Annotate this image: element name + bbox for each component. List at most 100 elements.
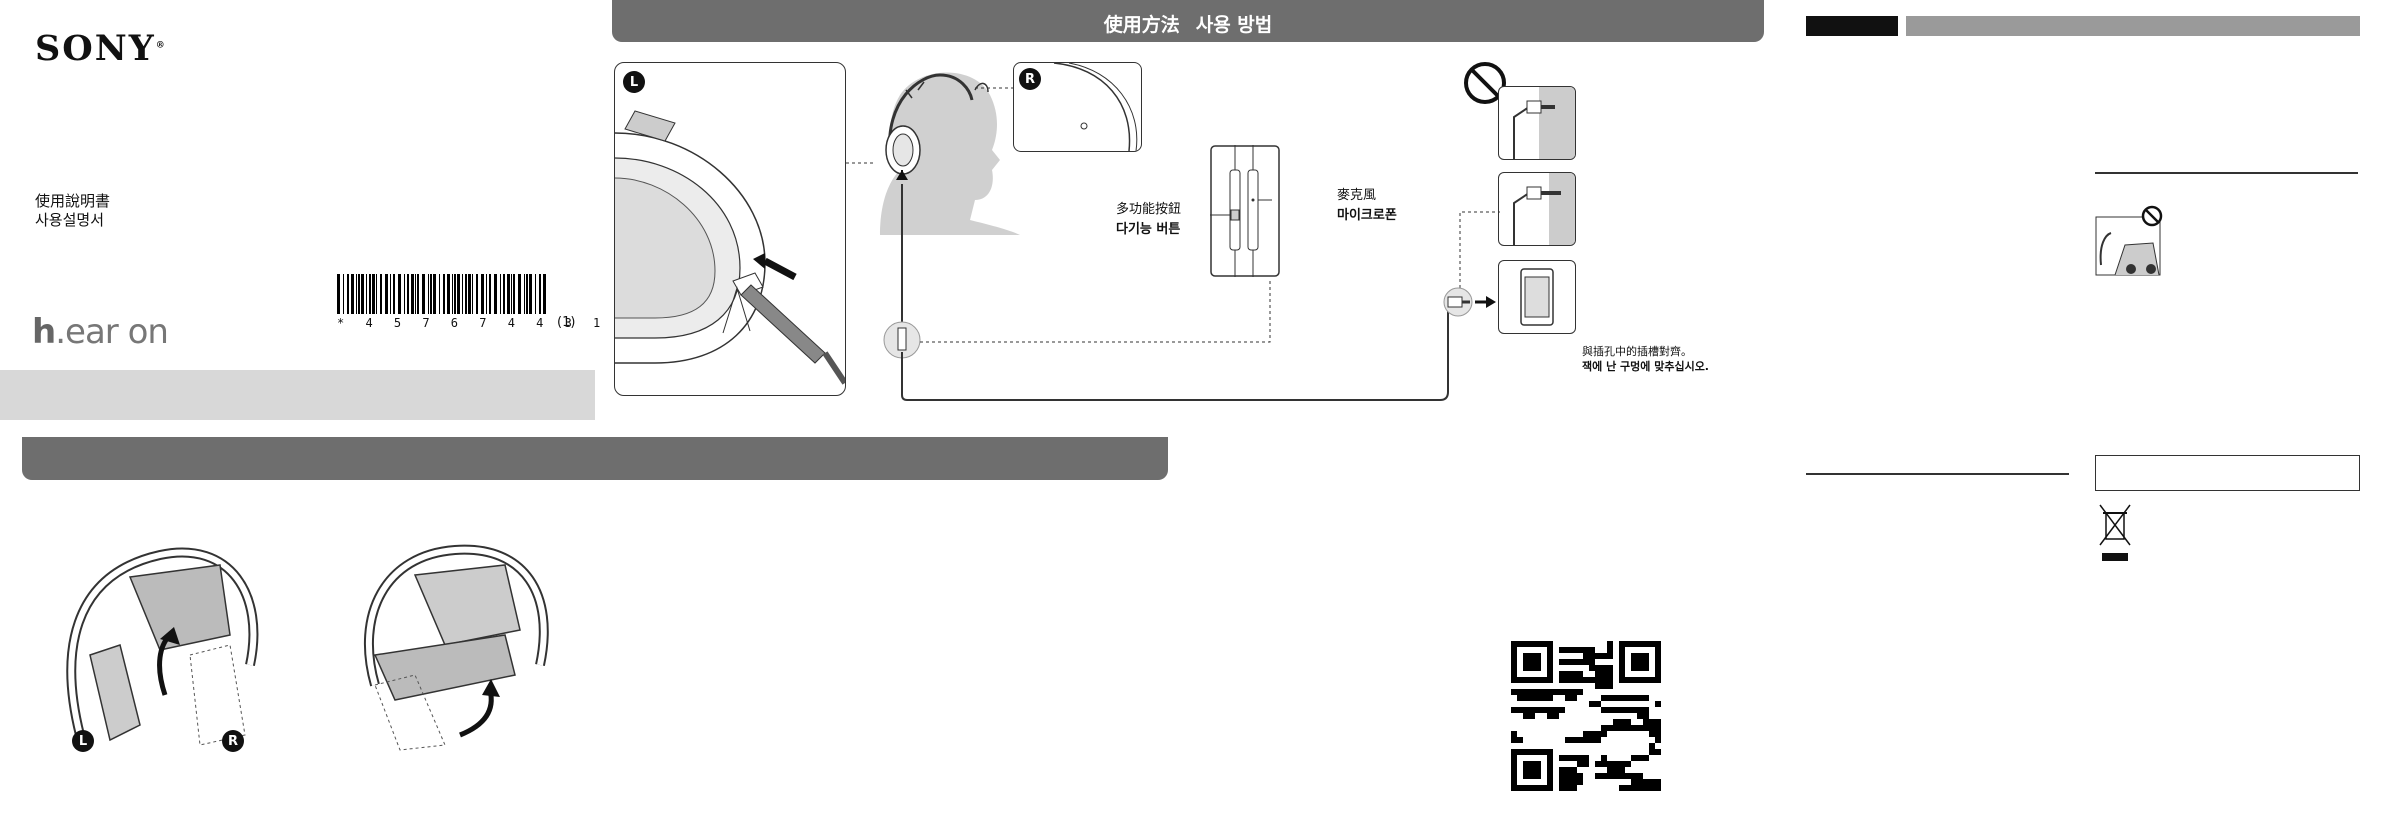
barcode-bar — [462, 274, 463, 314]
qr-module — [1625, 773, 1631, 779]
section-black-bar — [1806, 16, 1898, 36]
right-earcup-detail-panel: R — [1013, 62, 1142, 152]
qr-module — [1583, 755, 1589, 761]
barcode-bar — [422, 274, 425, 314]
qr-module — [1601, 755, 1607, 761]
qr-module — [1643, 695, 1649, 701]
qr-module — [1571, 779, 1577, 785]
qr-module — [1607, 695, 1613, 701]
qr-module — [1541, 689, 1547, 695]
barcode-bar — [443, 274, 445, 314]
qr-module — [1607, 725, 1613, 731]
qr-module — [1613, 761, 1619, 767]
qr-module — [1655, 779, 1661, 785]
qr-module — [1595, 671, 1601, 677]
cable-insert-illustration — [615, 110, 845, 385]
jack-into-phone — [1443, 287, 1496, 317]
qr-module — [1601, 683, 1607, 689]
qr-module — [1643, 785, 1649, 791]
qr-module — [1559, 773, 1565, 779]
qr-module — [1655, 719, 1661, 725]
qr-module — [1511, 707, 1517, 713]
prohibited-icon — [1464, 62, 1506, 104]
fold-step-1-illustration — [66, 547, 259, 746]
qr-module — [1583, 653, 1589, 659]
barcode-bar — [529, 274, 532, 314]
qr-module — [1547, 713, 1553, 719]
microphone-label-ko: 마이크로폰 — [1337, 208, 1397, 223]
qr-module — [1511, 737, 1517, 743]
qr-module — [1547, 707, 1553, 713]
qr-module — [1565, 671, 1571, 677]
qr-module — [1565, 677, 1571, 683]
sony-logo: SONY® — [35, 28, 167, 69]
barcode-bar — [513, 274, 515, 314]
qr-module — [1577, 689, 1583, 695]
right-badge: R — [1019, 68, 1041, 90]
empty-box — [2095, 455, 2360, 491]
qr-module — [1547, 641, 1553, 683]
qr-module — [1649, 731, 1655, 737]
qr-module — [1631, 695, 1637, 701]
qr-module — [1511, 749, 1517, 791]
qr-module — [1637, 779, 1643, 785]
cable-diagram — [883, 170, 1449, 401]
qr-module — [1529, 695, 1535, 701]
qr-module — [1535, 695, 1541, 701]
qr-module — [1631, 707, 1637, 713]
qr-module — [1517, 737, 1523, 743]
barcode-bar — [452, 274, 453, 314]
qr-module — [1571, 647, 1577, 653]
qr-module — [1529, 689, 1535, 695]
qr-module — [1601, 677, 1607, 683]
barcode-number: * 4 5 7 6 7 4 4 3 1 * — [337, 316, 636, 330]
qr-module — [1613, 767, 1619, 773]
qr-module — [1565, 689, 1571, 695]
leader-line-r — [975, 87, 1015, 89]
qr-module — [1529, 707, 1535, 713]
barcode-bar — [472, 274, 473, 314]
qr-module — [1607, 761, 1613, 767]
barcode-bar — [468, 274, 471, 314]
qr-module — [1535, 689, 1541, 695]
barcode-bar — [500, 274, 501, 314]
qr-module — [1595, 653, 1601, 659]
qr-module — [1637, 725, 1643, 731]
qr-module — [1595, 737, 1601, 743]
divider-2 — [1806, 473, 2069, 475]
qr-module — [1517, 695, 1523, 701]
qr-module — [1619, 695, 1625, 701]
qr-module — [1535, 707, 1541, 713]
qr-module — [1577, 647, 1583, 653]
qr-module — [1643, 779, 1649, 785]
qr-module — [1571, 737, 1577, 743]
barcode-bar — [439, 274, 440, 314]
qr-code[interactable] — [1511, 641, 1661, 791]
qr-module — [1523, 707, 1529, 713]
jack-partially-inserted-example — [1498, 86, 1576, 160]
qr-module — [1565, 659, 1571, 665]
qr-module — [1577, 761, 1583, 767]
qr-module — [1619, 785, 1625, 791]
qr-module — [1655, 641, 1661, 683]
qr-module — [1577, 659, 1583, 665]
barcode-bar — [369, 274, 371, 314]
qr-module — [1625, 695, 1631, 701]
right-earcup-illustration — [1053, 63, 1138, 151]
qr-module — [1589, 677, 1595, 683]
remote-closeup — [1210, 145, 1280, 277]
qr-module — [1571, 659, 1577, 665]
qr-module — [1547, 695, 1553, 701]
qr-module — [1643, 719, 1649, 725]
qr-module — [1601, 725, 1607, 731]
barcode-bar — [430, 274, 432, 314]
qr-module — [1541, 707, 1547, 713]
qr-module — [1619, 641, 1625, 683]
revision-code: (1) — [557, 315, 576, 330]
qr-module — [1631, 755, 1637, 761]
qr-module — [1595, 731, 1601, 737]
qr-module — [1589, 659, 1595, 665]
qr-module — [1523, 761, 1541, 779]
qr-module — [1607, 677, 1613, 683]
qr-module — [1523, 689, 1529, 695]
